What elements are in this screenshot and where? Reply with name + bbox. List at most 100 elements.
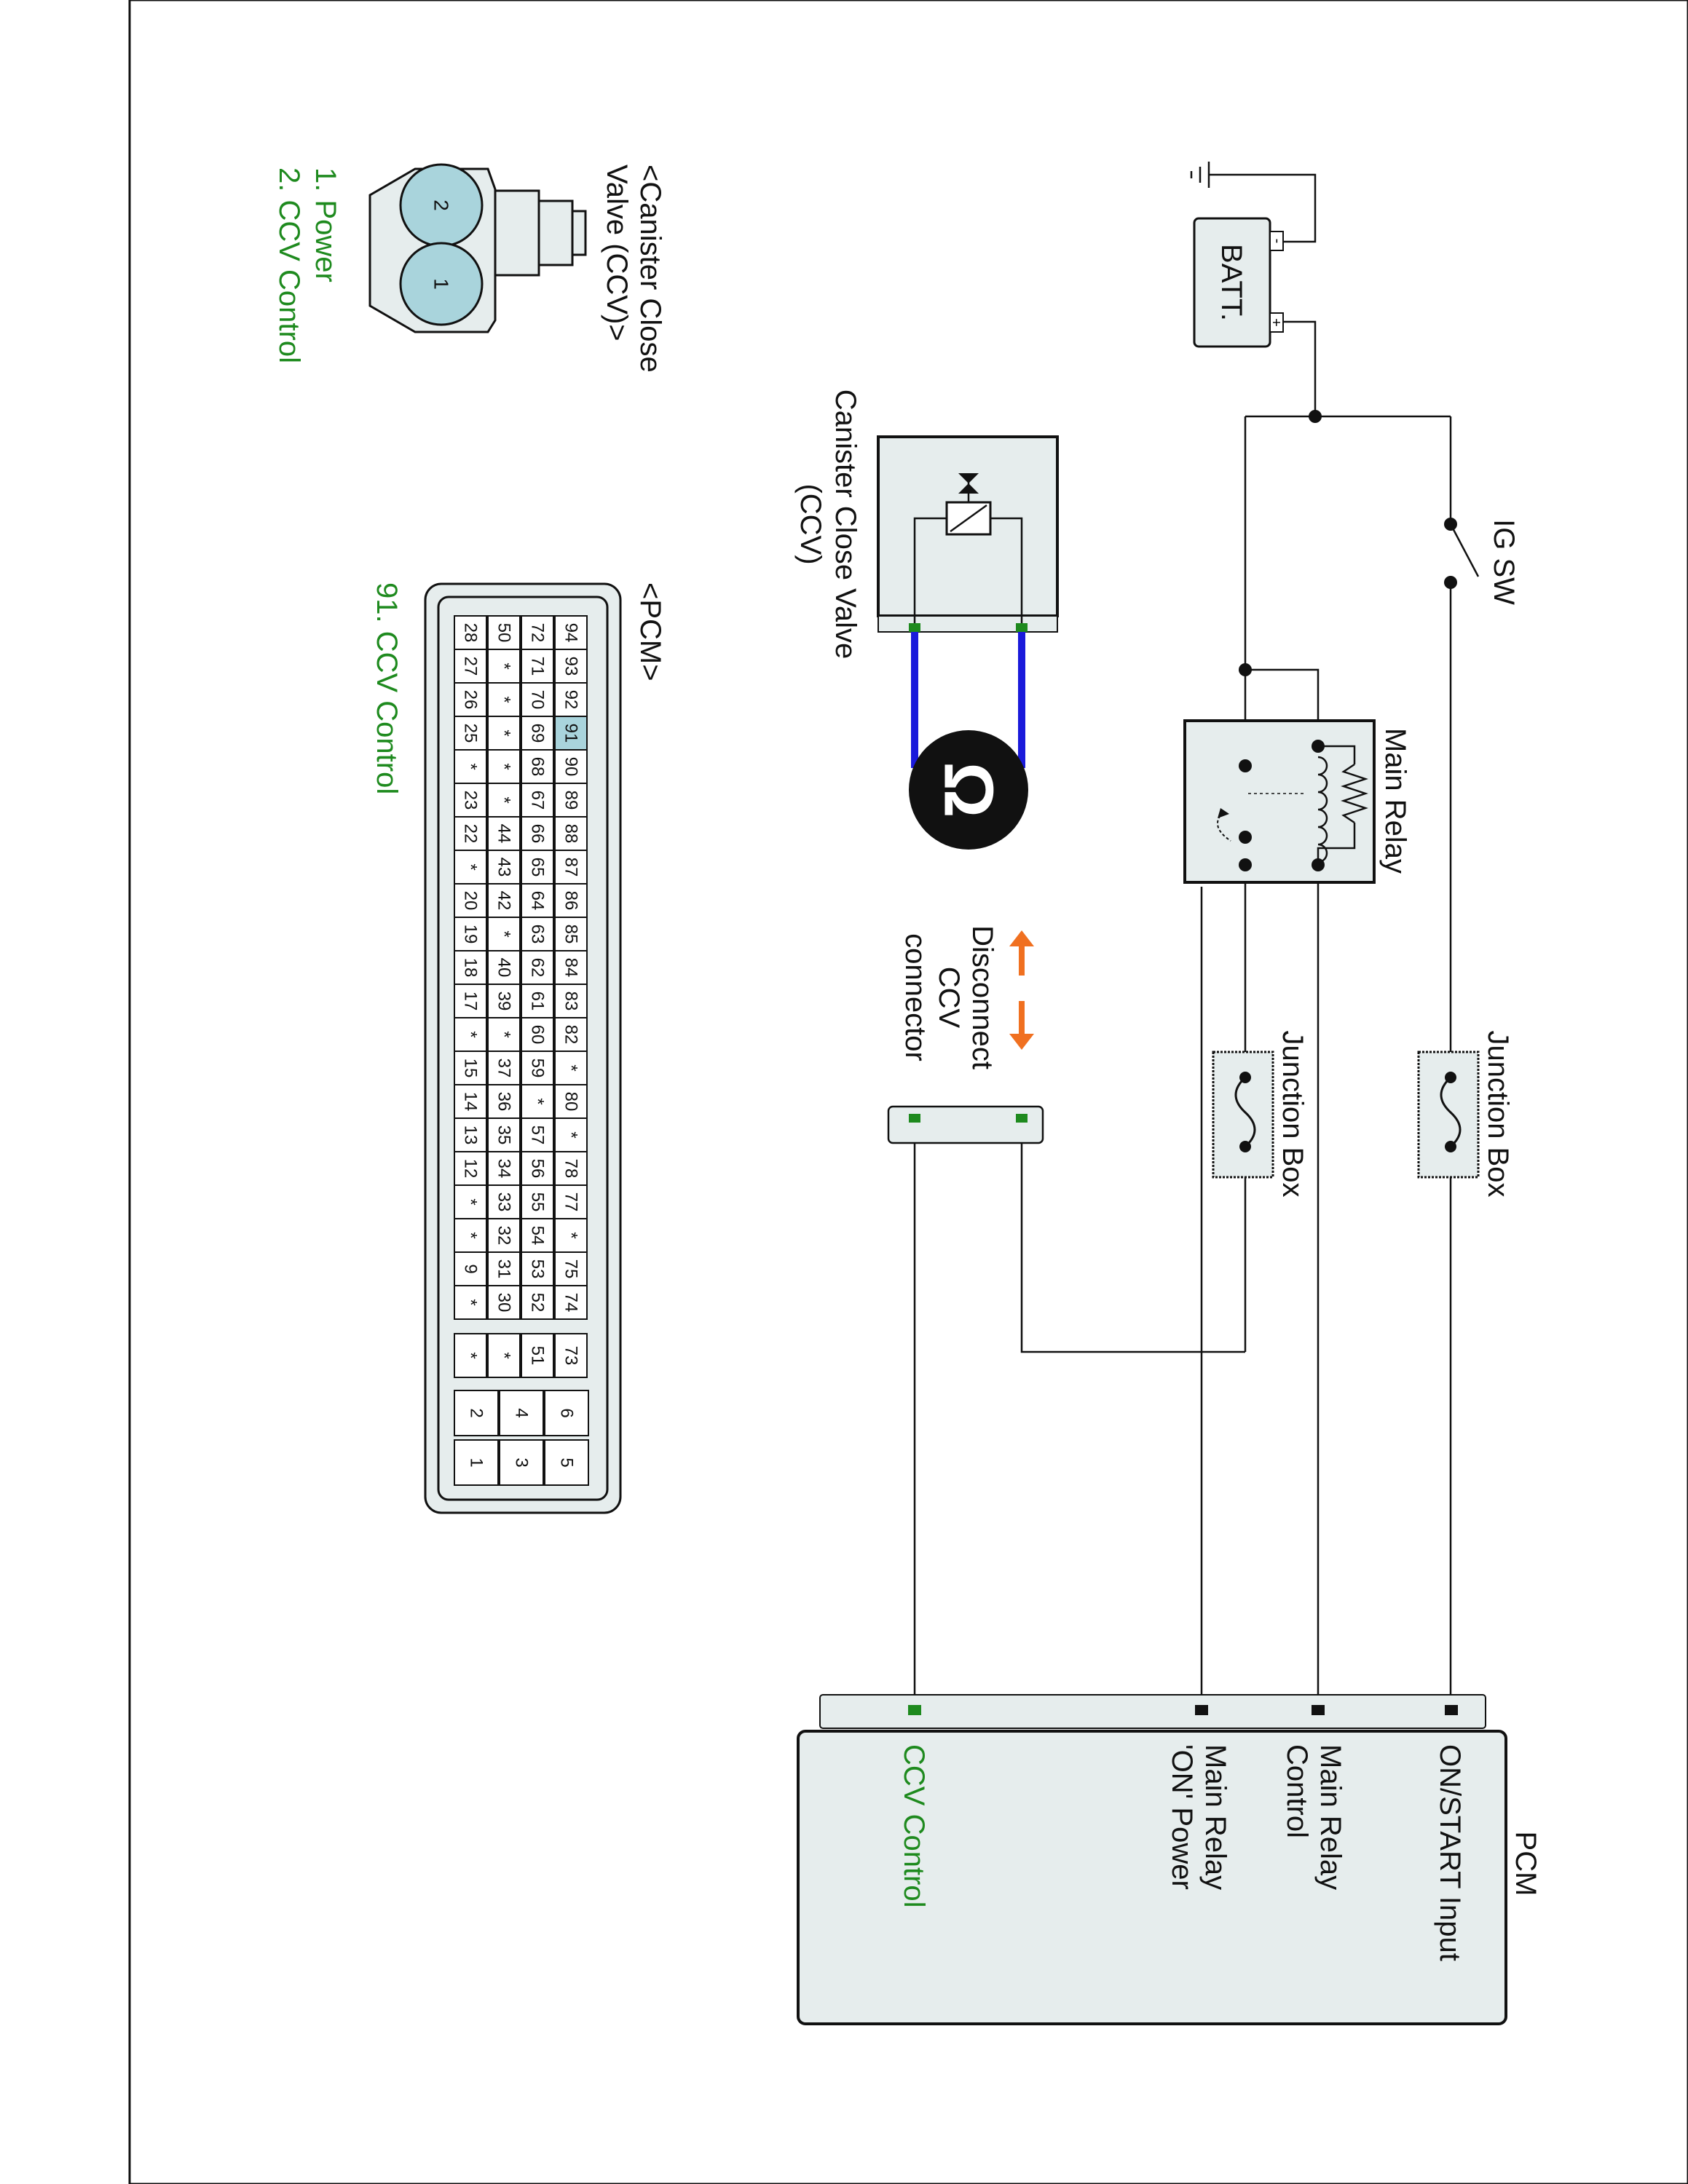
pcm-pin-1-10-cell [521, 950, 554, 985]
ccv-component-label-2: (CCV) [794, 483, 827, 564]
pcm-pin-0-16-cell [554, 1151, 588, 1186]
pcm-pin-2-16: 34 [494, 1159, 514, 1179]
junction-box-1-label: Junction Box [1482, 1030, 1514, 1197]
pcm-pin-2-19: 31 [494, 1259, 514, 1279]
pcm-pin-0-12-cell [554, 1017, 588, 1052]
pcm-pin-2-13: 37 [494, 1059, 514, 1078]
pcm-pin-2-18-cell [487, 1218, 521, 1253]
pcm-pin-3-14: 14 [461, 1092, 481, 1112]
ccv-pin-1: 1 [430, 278, 453, 290]
pcm-pin-1-18-cell [521, 1218, 554, 1253]
pcm-large-pin-1-0: 4 [512, 1408, 532, 1417]
pcm-pin-2-12-cell [487, 1017, 521, 1052]
pcm-pin-1-4: 68 [528, 757, 548, 777]
pcm-pin-1-0: 72 [528, 623, 548, 643]
pcm-pin-1-16: 56 [528, 1159, 548, 1179]
main-relay: Main Relay [1183, 719, 1411, 884]
pcm-pin-1-1: 71 [528, 657, 548, 676]
pcm-large-pin-2-1: 1 [467, 1457, 486, 1467]
junction-dots [1239, 410, 1322, 676]
pcm-pin-0-3: 91 [561, 724, 581, 743]
pcm-pin-1-11-cell [521, 984, 554, 1018]
pcm-pin-0-9-cell [554, 917, 588, 951]
pcm-pin-0-13: * [561, 1064, 581, 1071]
pcm-pin-0-8: 86 [561, 891, 581, 911]
pcm-pin-3-1: 27 [461, 657, 481, 676]
pcm-pin-2-1: * [494, 662, 514, 669]
pcm-small-pin-0-cell [554, 1333, 588, 1378]
pcm-pin-3-3: 25 [461, 724, 481, 743]
disconnect-line-2: CCV [933, 967, 965, 1029]
pcm-large-pin-2-1-cell [454, 1439, 499, 1486]
pcm-pin-2-2-cell [487, 682, 521, 717]
ccv-connector-title-2: Valve (CCV)> [601, 165, 633, 341]
pcm-pin-1-2: 70 [528, 690, 548, 710]
disconnect-note: Disconnect CCV connector [899, 925, 1034, 1069]
pcm-pin-2-0-cell [487, 615, 521, 650]
pcm-pin-0-5: 89 [561, 791, 581, 810]
pcm-pin-3-2-cell [454, 682, 487, 717]
pcm-pin-1-3-cell [521, 716, 554, 751]
pcm-pin-1-14-cell [521, 1084, 554, 1119]
pcm-pin-0-10-cell [554, 950, 588, 985]
pcm-pin-3-15-cell [454, 1117, 487, 1152]
pcm-connector-title: <PCM> [634, 582, 666, 681]
ccv-pin-legend-2: 2. CCV Control [273, 167, 305, 363]
pcm-pin-1-8: 64 [528, 891, 548, 911]
pcm-pin-0-14: 80 [561, 1092, 581, 1112]
pcm-pin-3-6: 22 [461, 824, 481, 844]
pcm-pin-2-3: * [494, 729, 514, 736]
pcm-module: PCM ON/START Input Main Relay Control Ma… [797, 1694, 1542, 2025]
pcm-pin-1-11: 61 [528, 992, 548, 1011]
battery-plus-label: + [1268, 318, 1284, 327]
pcm-pin-3-0: 28 [461, 623, 481, 643]
pcm-pin-0-17-cell [554, 1184, 588, 1219]
pcm-pin-3-15: 13 [461, 1125, 481, 1145]
junction-box-2: Junction Box [1212, 1030, 1309, 1198]
pcm-pin-3-19: 9 [461, 1264, 481, 1273]
pcm-pin-2-10: 40 [494, 958, 514, 978]
junction-box-1: Junction Box [1417, 1030, 1514, 1198]
pcm-small-pin-3: * [461, 1352, 481, 1358]
pcm-large-pin-0-1-cell [544, 1439, 589, 1486]
pcm-pin-2-20-cell [487, 1285, 521, 1320]
pcm-pin-3-7: * [461, 863, 481, 870]
pcm-connector-note: 91. CCV Control [371, 582, 403, 794]
ground-icon [1190, 162, 1210, 188]
pcm-pin-2-8: 42 [494, 891, 514, 911]
pcm-pin-2-17: 33 [494, 1192, 514, 1212]
pcm-pin-3-8: 20 [461, 891, 481, 911]
pcm-pin-1-10: 62 [528, 958, 548, 978]
battery-symbol: - + BATT. [1193, 217, 1285, 348]
pcm-pin-3-16: 12 [461, 1159, 481, 1179]
pcm-pin-0-4: 90 [561, 757, 581, 777]
pcm-pin-2-5: * [494, 796, 514, 803]
ccv-component: Canister Close Valve (CCV) [794, 389, 1059, 659]
pcm-pin-0-12: 82 [561, 1025, 581, 1045]
pcm-pin-1-7-cell [521, 850, 554, 885]
pcm-pin-0-18-cell [554, 1218, 588, 1253]
pcm-pin-main-relay-power-1: Main Relay [1199, 1744, 1231, 1890]
ohmmeter: Ω [909, 632, 1028, 850]
ccv-connector-face: 2 1 [368, 163, 587, 333]
pcm-small-pin-2-cell [487, 1333, 521, 1378]
pcm-pin-2-11: 39 [494, 992, 514, 1011]
pcm-large-pin-1-1-cell [499, 1439, 544, 1486]
pcm-pin-3-11: 17 [461, 992, 481, 1011]
pcm-connector-view: <PCM> 94939291908988878685848382*80*7877… [371, 582, 666, 1514]
main-relay-label: Main Relay [1379, 728, 1411, 874]
battery-minus-label: - [1269, 239, 1285, 244]
ig-switch: IG SW [1444, 518, 1520, 605]
pcm-pin-1-5: 67 [528, 791, 548, 810]
pcm-large-pin-1-0-cell [499, 1390, 544, 1436]
pcm-small-pin-2: * [494, 1352, 514, 1358]
pcm-pin-3-5: 23 [461, 791, 481, 810]
pcm-pin-3-13: 15 [461, 1059, 481, 1078]
fuse-icon [1234, 1076, 1256, 1148]
disconnect-line-3: connector [899, 933, 931, 1061]
pcm-pin-1-12: 60 [528, 1025, 548, 1045]
pcm-pin-0-11: 83 [561, 992, 581, 1011]
pcm-pin-0-7-cell [554, 850, 588, 885]
pcm-pin-1-1-cell [521, 649, 554, 684]
pcm-pin-on-start-input: ON/START Input [1434, 1744, 1466, 1961]
